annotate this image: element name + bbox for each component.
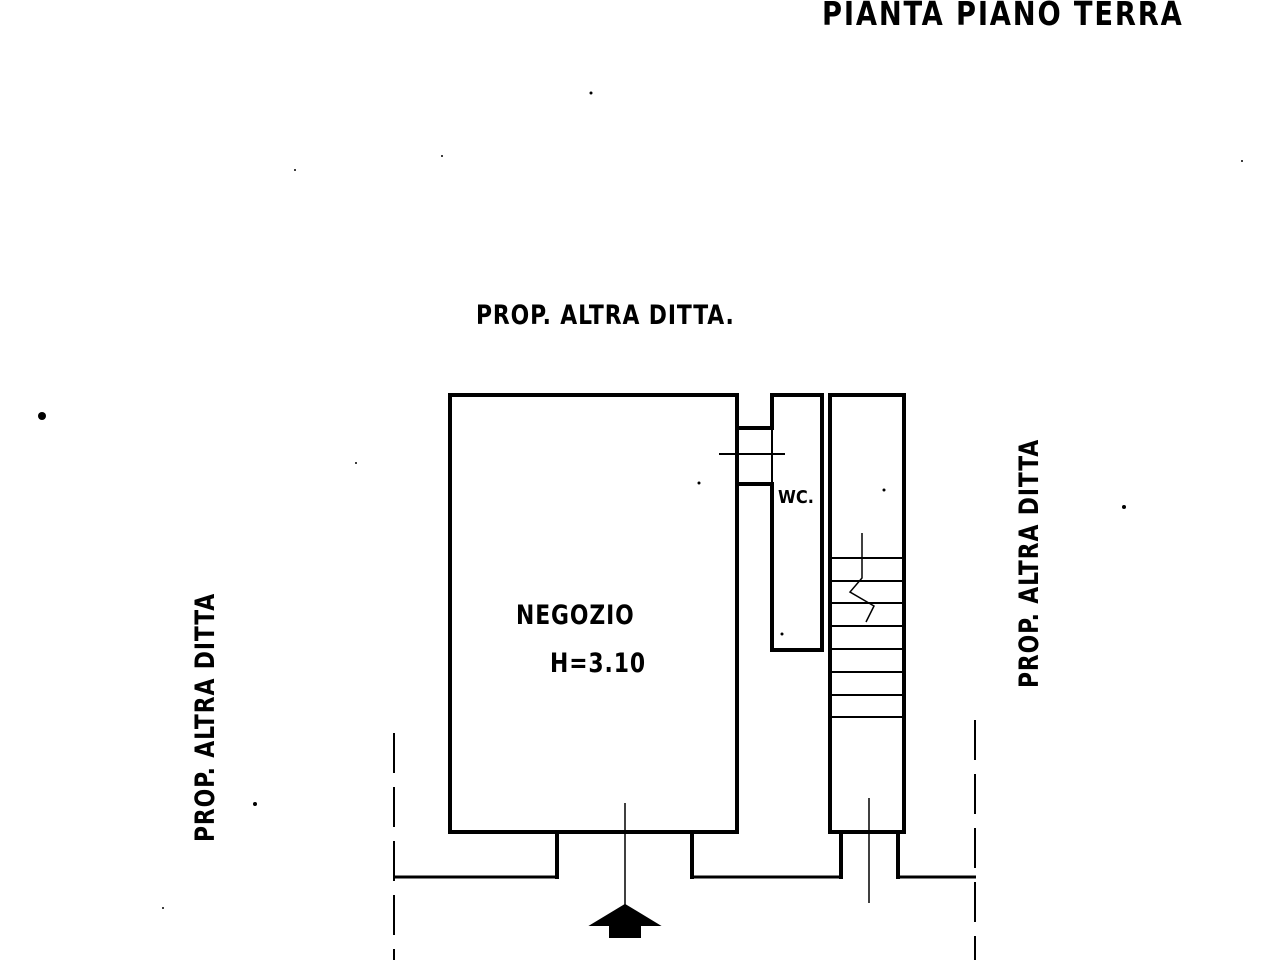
stair-room-wall <box>828 393 906 834</box>
wc-room-name: WC. <box>778 487 814 508</box>
plan-title: PIANTA PIANO TERRA <box>822 0 1184 33</box>
shop-room-wall <box>448 393 739 834</box>
door-jamb <box>736 427 773 485</box>
wc-room-wall <box>770 393 824 652</box>
stair-entrance-recess <box>839 830 900 879</box>
staircase-icon <box>830 533 904 718</box>
shop-entrance-recess <box>555 830 694 879</box>
neighbor-label-right: PROP. ALTRA DITTA <box>1014 438 1045 688</box>
shop-room-height: H=3.10 <box>550 648 646 679</box>
door-opening <box>735 426 774 486</box>
neighbor-label-left: PROP. ALTRA DITTA <box>190 592 221 842</box>
entrance-arrow-icon <box>588 903 662 938</box>
neighbor-label-top: PROP. ALTRA DITTA. <box>476 300 735 331</box>
scan-speckles <box>38 91 1243 909</box>
shop-room-name: NEGOZIO <box>516 600 635 631</box>
